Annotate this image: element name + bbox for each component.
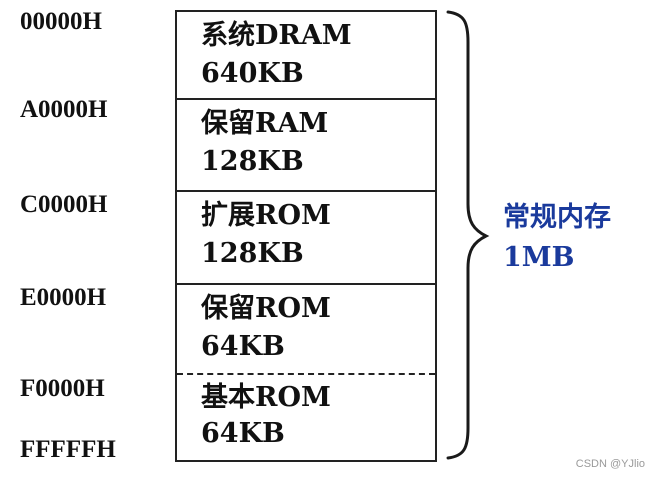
segment-size: 64KB bbox=[201, 418, 285, 449]
segment-expansion-rom: 扩展ROM 128KB bbox=[177, 192, 435, 283]
segment-divider bbox=[177, 190, 435, 192]
address-label-c0000: C0000H bbox=[20, 191, 108, 218]
segment-name: 系统DRAM bbox=[201, 20, 352, 51]
curly-brace bbox=[446, 10, 490, 460]
watermark: CSDN @YJlio bbox=[575, 458, 645, 470]
address-label-f0000: F0000H bbox=[20, 375, 105, 402]
segment-size: 64KB bbox=[201, 331, 285, 362]
segment-size: 128KB bbox=[201, 238, 304, 269]
address-label-fffff: FFFFFH bbox=[20, 436, 116, 463]
segment-name: 保留ROM bbox=[201, 293, 331, 324]
segment-system-dram: 系统DRAM 640KB bbox=[177, 12, 435, 98]
segment-basic-rom: 基本ROM 64KB bbox=[177, 375, 435, 462]
segment-name: 扩展ROM bbox=[201, 200, 331, 231]
memory-map: 系统DRAM 640KB 保留RAM 128KB 扩展ROM 128KB 保留R… bbox=[175, 10, 437, 462]
segment-reserved-ram: 保留RAM 128KB bbox=[177, 100, 435, 190]
segment-reserved-rom: 保留ROM 64KB bbox=[177, 285, 435, 373]
segment-name: 保留RAM bbox=[201, 108, 329, 139]
segment-size: 128KB bbox=[201, 146, 304, 177]
segment-divider-dashed bbox=[177, 373, 435, 375]
segment-divider bbox=[177, 283, 435, 285]
segment-name: 基本ROM bbox=[201, 382, 331, 413]
total-memory-size: 1MB bbox=[503, 242, 575, 273]
address-label-a0000: A0000H bbox=[20, 96, 108, 123]
segment-size: 640KB bbox=[201, 58, 304, 89]
address-label-e0000: E0000H bbox=[20, 284, 107, 311]
segment-divider bbox=[177, 98, 435, 100]
total-memory-label: 常规内存 bbox=[503, 202, 611, 233]
address-label-00000: 00000H bbox=[20, 8, 102, 35]
